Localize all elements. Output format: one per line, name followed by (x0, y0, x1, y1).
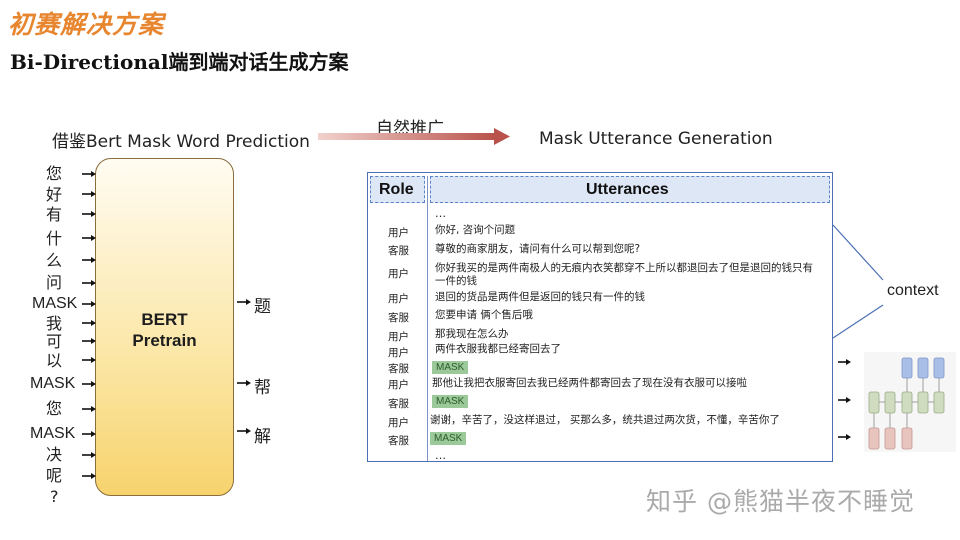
bert-section-heading: 借鉴Bert Mask Word Prediction (52, 132, 310, 152)
slide-subtitle: Bi-Directional端到端对话生成方案 (10, 50, 349, 74)
ellipsis-top: … (435, 207, 446, 220)
mask-utterance: MASK (432, 361, 469, 374)
input-mask-token: MASK (30, 375, 76, 392)
utterance-panel (367, 172, 833, 462)
pretrain-label: Pretrain (132, 331, 197, 350)
input-token: 您 (46, 399, 63, 418)
column-divider (427, 176, 428, 461)
role-cell: 客服 (388, 363, 409, 375)
mask-utterance: MASK (432, 395, 469, 408)
role-cell: 用户 (388, 293, 409, 305)
input-token: 您 (46, 164, 63, 183)
utterance-cell: 尊敬的商家朋友，请问有什么可以帮到您呢? (435, 243, 641, 255)
role-cell: 用户 (388, 268, 409, 280)
watermark: 知乎 @熊猫半夜不睡觉 (646, 487, 915, 516)
mask-generation-heading: Mask Utterance Generation (539, 129, 773, 149)
utterance-cell: 两件衣服我都已经寄回去了 (435, 343, 561, 355)
input-token: 好 (46, 185, 63, 204)
input-token: 可 (46, 332, 63, 351)
utterances-header-box (430, 176, 830, 203)
role-cell: 客服 (388, 398, 409, 410)
input-token: 什 (46, 229, 63, 248)
input-token: 以 (46, 351, 63, 370)
input-token: 问 (46, 273, 63, 292)
utterance-cell: 退回的货品是两件但是返回的钱只有一件的钱 (435, 291, 645, 303)
role-cell: 客服 (388, 435, 409, 447)
input-token: 决 (46, 445, 63, 464)
output-token: 解 (254, 427, 271, 447)
mask-utterance: MASK (430, 432, 467, 445)
role-cell: 用户 (388, 417, 409, 429)
context-label: context (887, 282, 939, 299)
role-header-box (370, 176, 425, 203)
role-cell: 客服 (388, 245, 409, 257)
input-token: 么 (46, 251, 63, 270)
input-token: 我 (46, 314, 63, 333)
role-cell: 用户 (388, 331, 409, 343)
role-cell: 用户 (388, 347, 409, 359)
utterance-cell: 你好我买的是两件南极人的无痕内衣笑都穿不上所以都退回去了但是退回的钱只有一件的钱 (435, 262, 813, 287)
utterance-cell: 你好, 咨询个问题 (435, 224, 516, 236)
utterance-cell: 谢谢，辛苦了，没这样退过， 买那么多，统共退过两次货，不懂，辛苦你了 (430, 414, 780, 426)
output-token: 帮 (254, 378, 271, 398)
utterance-cell: 那他让我把衣服寄回去我已经两件都寄回去了现在没有衣服可以接啦 (432, 377, 747, 389)
generalization-arrow-label: 自然推广 (376, 119, 444, 139)
utterance-cell: 那我现在怎么办 (435, 328, 509, 340)
bert-label: BERT (141, 310, 188, 329)
utterance-cell: 您要申请 俩个售后哦 (435, 309, 533, 321)
input-mask-token: MASK (32, 295, 78, 312)
input-token: 有 (46, 205, 63, 224)
utterances-header: Utterances (586, 181, 669, 198)
role-cell: 用户 (388, 227, 409, 239)
input-mask-token: MASK (30, 425, 76, 442)
input-token: ? (50, 487, 59, 506)
slide-title: 初赛解决方案 (8, 10, 165, 39)
input-token: 呢 (46, 466, 63, 485)
bert-pretrain-box: BERT Pretrain (95, 158, 234, 496)
output-token: 题 (254, 297, 271, 317)
role-cell: 客服 (388, 312, 409, 324)
ellipsis-bottom: … (435, 449, 446, 462)
role-cell: 用户 (388, 379, 409, 391)
role-header: Role (379, 181, 414, 198)
